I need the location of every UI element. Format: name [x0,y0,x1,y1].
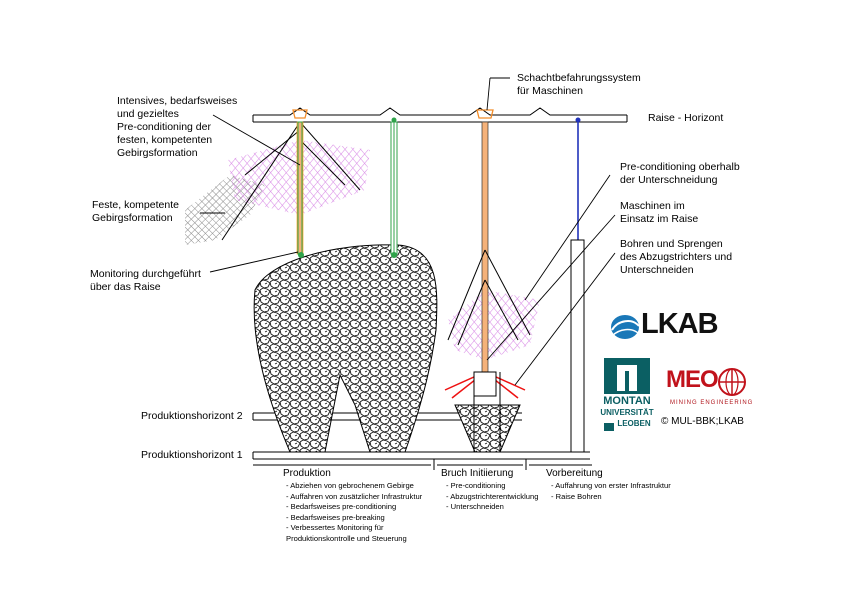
phase-bruch-title: Bruch Initiierung [441,468,514,479]
production-level-1-drift [252,451,590,460]
raise-left [292,109,308,258]
phase-vorbereitung-title: Vorbereitung [546,468,603,479]
monitoring-point-middle [391,252,397,258]
raise-vorbereitung [570,117,585,453]
label-prod-horizont-2: Produktionshorizont 2 [141,410,243,422]
raise-horizon-drift [252,107,628,123]
lkab-logo-mark [611,315,640,339]
lkab-logo-text: LKAB [641,308,719,340]
monitoring-point-left [298,252,304,258]
label-prod-horizont-1: Produktionshorizont 1 [141,449,243,461]
phase-bruch-items: - Pre-conditioning - Abzugstrichterentwi… [446,481,539,512]
phase-produktion-title: Produktion [283,468,331,479]
caved-rubble-body [253,244,438,453]
montan-logo-mark [604,358,650,431]
montan-logo-text: MONTAN UNIVERSITÄT LEOBEN [600,395,654,429]
label-raise-horizont: Raise - Horizont [648,112,724,124]
leader-lines [200,77,616,386]
raise-middle [390,117,398,258]
phase-produktion-items: - Abziehen von gebrochenem Gebirge - Auf… [286,481,423,543]
meo-subtitle: MINING ENGINEERING [670,400,754,406]
preconditioning-zone-left [221,121,370,241]
raise-bruch [444,109,540,453]
phase-vorbereitung-items: - Auffahrung von erster Infrastruktur - … [551,481,671,501]
phase-brackets [253,459,592,470]
meo-logo-mark [718,368,746,396]
copyright-note: © MUL-BBK;LKAB [661,416,744,427]
meo-logo-text: MEO [666,366,719,393]
